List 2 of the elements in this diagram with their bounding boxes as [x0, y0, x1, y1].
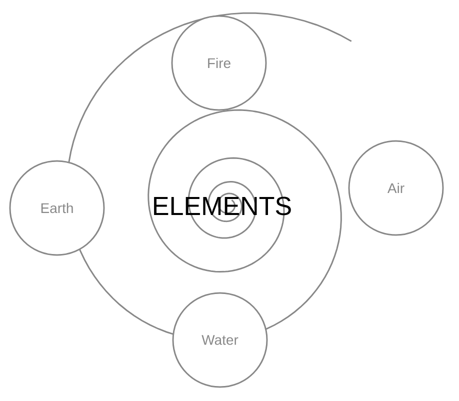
title-text: ELEMENTS: [154, 196, 291, 216]
node-label: Water: [202, 335, 238, 345]
